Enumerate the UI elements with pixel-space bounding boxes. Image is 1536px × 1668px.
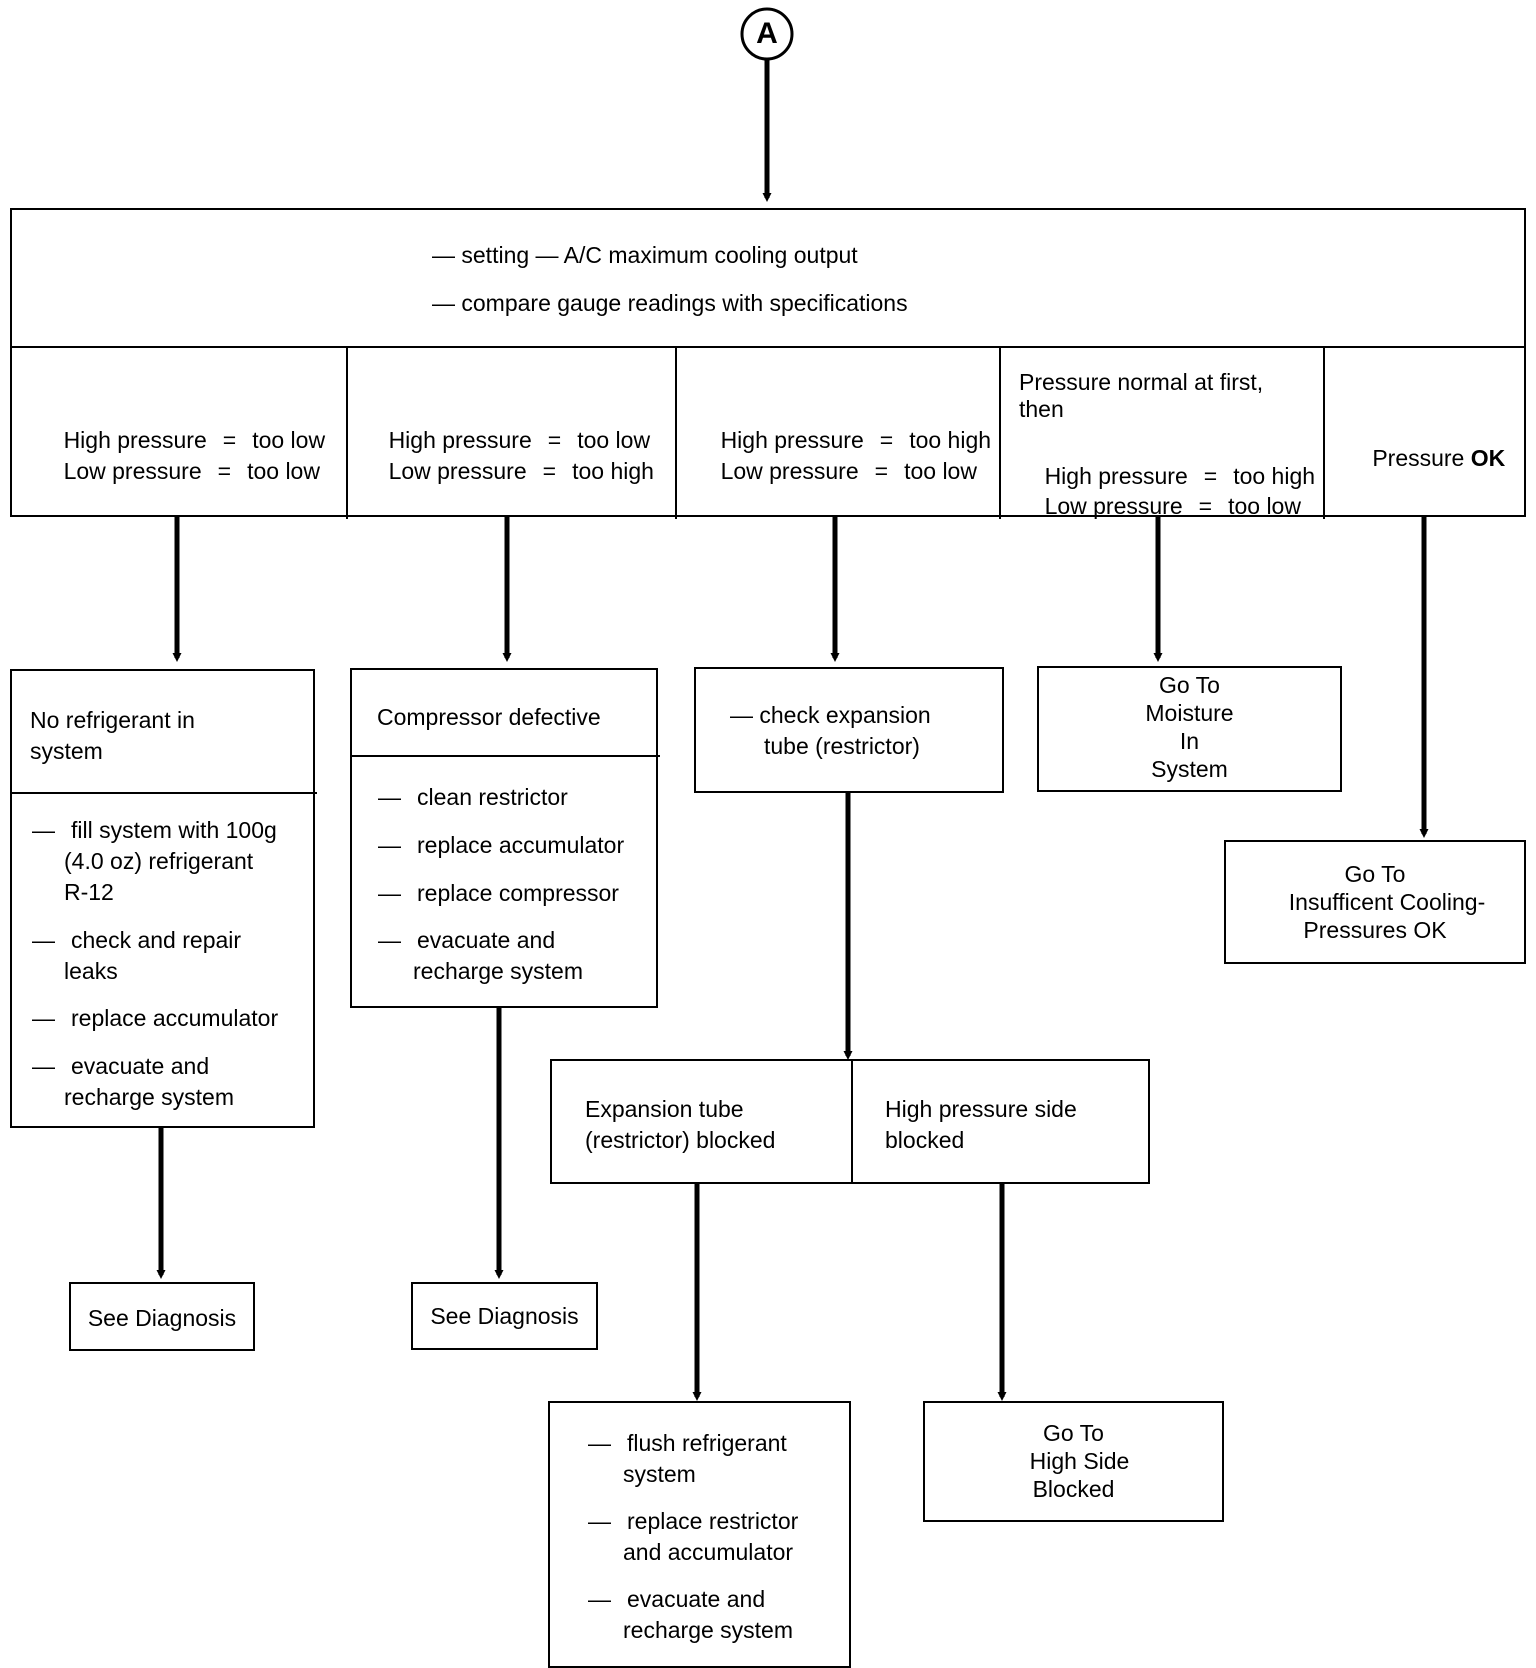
high-side-line-3: Blocked (1032, 1476, 1115, 1502)
insufficient-cooling-box: Go To Insufficent Cooling- Pressures OK (1224, 840, 1526, 964)
top-instruction-box: — setting — A/C maximum cooling output —… (10, 208, 1526, 348)
condition-4-lp-label: Low pressure (1044, 493, 1183, 519)
compressor-step-1: —clean restrictor (378, 784, 568, 810)
condition-5: Pressure OK (1326, 412, 1526, 505)
condition-4-lp-eq: = (1198, 493, 1213, 519)
condition-4-low: Low pressure = too low (1019, 461, 1301, 551)
flush-step-2-line-2: and accumulator (623, 1539, 794, 1565)
condition-1-lp-value: too low (247, 458, 320, 484)
condition-2-lp-label: Low pressure (388, 458, 527, 484)
flush-step-1: —flush refrigerant (588, 1430, 787, 1456)
condition-dividers (346, 348, 1325, 519)
compressor-step-4: —evacuate and (378, 927, 556, 953)
moisture-line-2: Moisture (1145, 700, 1234, 726)
condition-3-lp-eq: = (874, 458, 889, 484)
blocked-divider (851, 1061, 853, 1182)
condition-3-hp-eq: = (879, 427, 894, 453)
high-side-line-2: High Side (1029, 1448, 1130, 1474)
flush-box: —flush refrigerant system —replace restr… (548, 1401, 851, 1668)
condition-4-hp-value: too high (1233, 463, 1316, 489)
flush-step-1-line-2: system (623, 1461, 696, 1487)
condition-2-lp-eq: = (542, 458, 557, 484)
condition-1-hp-value: too low (252, 427, 326, 453)
condition-2-low: Low pressure = too high (363, 425, 654, 518)
no-refrigerant-step-1: —fill system with 100g (32, 817, 277, 843)
condition-4: High pressure = too high (1019, 431, 1315, 521)
condition-3-lp-label: Low pressure (720, 458, 859, 484)
condition-2-lp-value: too high (572, 458, 654, 484)
no-refrigerant-step-1-line-2: (4.0 oz) refrigerant (64, 848, 254, 874)
no-refrigerant-title-1: No refrigerant in (30, 707, 195, 733)
condition-2-hp-label: High pressure (388, 427, 532, 453)
compressor-step-2: —replace accumulator (378, 832, 625, 858)
hp-blocked-line-2: blocked (885, 1127, 965, 1153)
condition-4-hp-eq: = (1203, 463, 1218, 489)
no-refrigerant-step-2-line-2: leaks (64, 958, 118, 984)
no-refrigerant-step-1-line-3: R-12 (64, 879, 114, 905)
condition-3-hp-label: High pressure (720, 427, 864, 453)
compressor-box: Compressor defective —clean restrictor —… (350, 668, 660, 1008)
insufficient-line-1: Go To (1344, 861, 1406, 887)
no-refrigerant-step-2: —check and repair (32, 927, 242, 953)
condition-3-lp-value: too low (904, 458, 977, 484)
condition-1-low: Low pressure = too low (38, 425, 320, 518)
start-node-label: A (756, 17, 778, 50)
check-expansion-line-1: — check expansion (730, 702, 931, 728)
see-diagnosis-box-1: See Diagnosis (69, 1282, 255, 1351)
flush-step-3: —evacuate and (588, 1586, 766, 1612)
moisture-line-1: Go To (1159, 672, 1220, 698)
flush-step-2: —replace restrictor (588, 1508, 799, 1534)
condition-1-hp-eq: = (222, 427, 237, 453)
condition-1-lp-eq: = (217, 458, 232, 484)
condition-4-intro-2: then (1019, 396, 1064, 422)
compressor-step-3: —replace compressor (378, 880, 619, 906)
compressor-title: Compressor defective (377, 704, 601, 730)
insufficient-line-3: Pressures OK (1303, 917, 1447, 943)
insufficient-line-2: Insufficent Cooling- (1288, 889, 1486, 915)
condition-1-hp-label: High pressure (63, 427, 207, 453)
moisture-line-4: System (1151, 756, 1228, 782)
expansion-blocked-line-1: Expansion tube (585, 1096, 744, 1122)
condition-2: High pressure = too low (363, 394, 651, 487)
moisture-box: Go To Moisture In System (1037, 666, 1342, 792)
no-refrigerant-box: No refrigerant in system —fill system wi… (10, 669, 317, 1128)
check-expansion-line-2: tube (restrictor) (764, 733, 920, 759)
compressor-step-4-line-2: recharge system (413, 958, 584, 984)
hp-blocked-line-1: High pressure side (885, 1096, 1077, 1122)
high-side-blocked-box: Go To High Side Blocked (923, 1401, 1224, 1522)
check-expansion-box: — check expansion tube (restrictor) (694, 667, 1004, 793)
condition-4-hp-label: High pressure (1044, 463, 1188, 489)
condition-1: High pressure = too low (38, 394, 326, 487)
condition-3: High pressure = too high (695, 394, 991, 487)
condition-2-hp-eq: = (547, 427, 562, 453)
no-refrigerant-step-4: —evacuate and (32, 1053, 210, 1079)
blocked-box: Expansion tube (restrictor) blocked High… (550, 1059, 1150, 1184)
condition-4-intro-1: Pressure normal at first, (1019, 369, 1264, 395)
condition-row: High pressure = too low Low pressure = too l… (10, 346, 1526, 519)
top-instruction-line-2: — compare gauge readings with specificat… (432, 290, 908, 316)
compressor-divider (352, 755, 660, 757)
no-refrigerant-step-4-line-2: recharge system (64, 1084, 235, 1110)
condition-4-lp-value: too low (1228, 493, 1301, 519)
see-diagnosis-label-1: See Diagnosis (87, 1305, 237, 1331)
condition-2-hp-value: too low (577, 427, 651, 453)
condition-1-lp-label: Low pressure (63, 458, 202, 484)
see-diagnosis-box-2: See Diagnosis (411, 1282, 598, 1350)
moisture-line-3: In (1179, 728, 1200, 754)
condition-5-ok: OK (1470, 445, 1506, 471)
top-instruction-line-1: — setting — A/C maximum cooling output (432, 242, 858, 268)
condition-3-low: Low pressure = too low (695, 425, 977, 518)
flush-step-3-line-2: recharge system (623, 1617, 794, 1643)
expansion-blocked-line-2: (restrictor) blocked (585, 1127, 776, 1153)
condition-3-hp-value: too high (909, 427, 992, 453)
high-side-line-1: Go To (1043, 1420, 1104, 1446)
no-refrigerant-title-2: system (30, 738, 103, 764)
no-refrigerant-step-3: —replace accumulator (32, 1005, 279, 1031)
no-refrigerant-divider (12, 792, 317, 794)
see-diagnosis-label-2: See Diagnosis (430, 1303, 579, 1329)
condition-5-text: Pressure (1372, 445, 1471, 471)
